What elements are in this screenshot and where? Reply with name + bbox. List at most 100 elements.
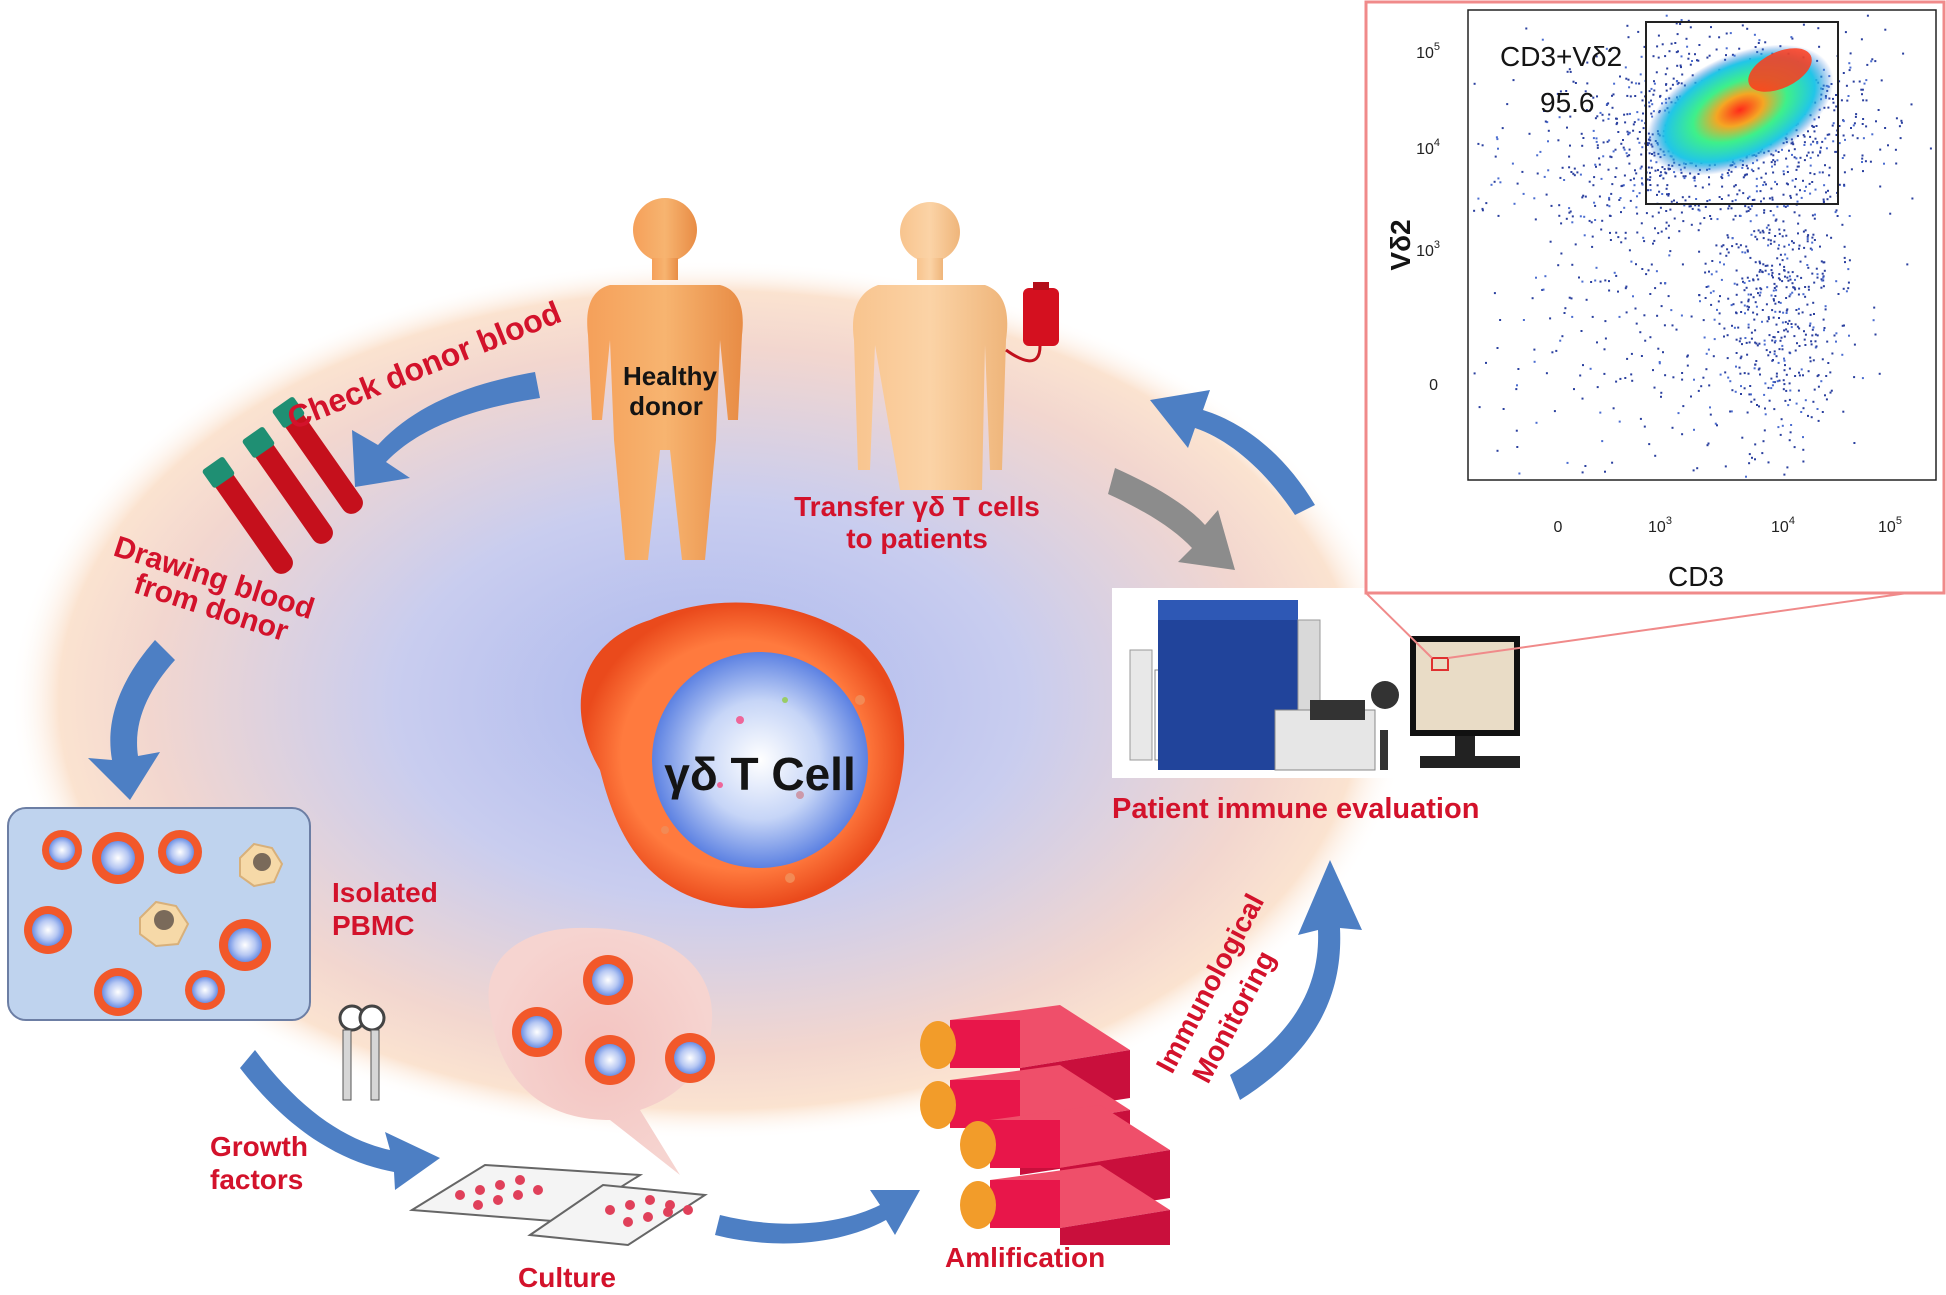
scatter-dot (1631, 379, 1634, 382)
scatter-dot (1689, 63, 1692, 66)
scatter-dot (1626, 130, 1629, 133)
scatter-dot (1823, 269, 1826, 272)
scatter-dot (1664, 171, 1667, 174)
scatter-dot (1544, 275, 1547, 278)
scatter-dot (1670, 42, 1673, 45)
scatter-dot (1793, 286, 1796, 289)
scatter-dot (1495, 136, 1498, 139)
scatter-dot (1628, 132, 1631, 135)
scatter-dot (1790, 36, 1793, 39)
scatter-dot (1640, 222, 1643, 225)
scatter-dot (1481, 207, 1484, 210)
flow-plot-panel: CD3+Vδ2 95.6 CD3 Vδ2 0 103 104 105 105 1… (1364, 0, 1946, 595)
scatter-dot (1800, 276, 1803, 279)
scatter-dot (1911, 197, 1914, 200)
scatter-dot (1786, 257, 1789, 260)
scatter-dot (1887, 144, 1889, 147)
scatter-dot (1750, 233, 1753, 236)
scatter-dot (1580, 330, 1583, 332)
scatter-dot (1496, 449, 1499, 452)
scatter-dot (1788, 439, 1791, 442)
scatter-dot (1746, 305, 1749, 308)
scatter-dot (1557, 264, 1560, 267)
scatter-dot (1759, 269, 1762, 271)
scatter-dot (1618, 420, 1621, 423)
scatter-dot (1810, 340, 1813, 343)
scatter-dot (1571, 221, 1574, 224)
scatter-dot (1742, 176, 1745, 179)
scatter-dot (1774, 219, 1777, 222)
scatter-dot (1643, 45, 1646, 48)
scatter-dot (1772, 336, 1775, 338)
scatter-dot (1762, 231, 1765, 234)
scatter-dot (1761, 309, 1764, 311)
scatter-dot (1817, 154, 1820, 157)
scatter-dot (1628, 86, 1631, 89)
scatter-dot (1681, 372, 1684, 374)
scatter-dot (1755, 287, 1758, 290)
scatter-dot (1763, 181, 1766, 184)
scatter-dot (1632, 295, 1634, 298)
scatter-dot (1568, 211, 1571, 214)
scatter-dot (1654, 287, 1657, 290)
scatter-dot (1619, 75, 1621, 78)
scatter-dot (1785, 309, 1788, 312)
scatter-dot (1660, 391, 1663, 394)
scatter-dot (1612, 93, 1615, 96)
scatter-dot (1667, 224, 1670, 227)
scatter-dot (1848, 69, 1851, 72)
scatter-dot (1858, 80, 1861, 83)
scatter-dot (1770, 161, 1773, 164)
scatter-dot (1814, 137, 1817, 140)
scatter-dot (1746, 411, 1749, 414)
scatter-dot (1539, 150, 1542, 153)
scatter-dot (1777, 426, 1780, 429)
scatter-dot (1804, 229, 1807, 232)
scatter-dot (1731, 324, 1733, 327)
scatter-dot (1490, 183, 1493, 186)
cycle-arrows (88, 372, 1362, 1244)
scatter-dot (1681, 196, 1684, 199)
scatter-dot (1604, 279, 1607, 282)
scatter-dot (1579, 215, 1582, 218)
scatter-dot (1681, 378, 1684, 381)
scatter-dot (1651, 215, 1654, 218)
scatter-dot (1807, 414, 1809, 417)
scatter-dot (1560, 222, 1563, 225)
scatter-dot (1848, 259, 1851, 262)
scatter-dot (1592, 137, 1595, 140)
scatter-dot (1813, 313, 1815, 315)
scatter-dot (1825, 191, 1827, 194)
scatter-dot (1635, 82, 1638, 85)
scatter-dot (1574, 82, 1577, 84)
scatter-dot (1582, 137, 1585, 139)
scatter-dot (1696, 467, 1699, 470)
scatter-dot (1690, 315, 1693, 318)
scatter-dot (1806, 238, 1809, 240)
scatter-dot (1649, 171, 1651, 174)
scatter-dot (1842, 120, 1845, 123)
scatter-dot (1824, 394, 1826, 397)
scatter-dot (1809, 192, 1812, 195)
scatter-dot (1748, 195, 1751, 198)
scatter-dot (1799, 156, 1802, 159)
scatter-dot (1596, 341, 1598, 344)
scatter-dot (1783, 369, 1786, 372)
scatter-dot (1755, 342, 1758, 345)
scatter-dot (1744, 173, 1747, 176)
scatter-dot (1583, 215, 1586, 218)
amplification-flasks (920, 1005, 1170, 1245)
scatter-dot (1651, 115, 1654, 118)
scatter-dot (1712, 290, 1715, 293)
scatter-dot (1630, 352, 1633, 355)
scatter-dot (1607, 168, 1610, 171)
scatter-dot (1650, 166, 1653, 169)
scatter-dot (1477, 197, 1480, 200)
scatter-dot (1701, 186, 1704, 189)
scatter-dot (1757, 42, 1760, 44)
scatter-dot (1668, 254, 1671, 257)
scatter-dot (1795, 157, 1798, 160)
scatter-dot (1820, 260, 1823, 263)
scatter-dot (1827, 362, 1830, 364)
